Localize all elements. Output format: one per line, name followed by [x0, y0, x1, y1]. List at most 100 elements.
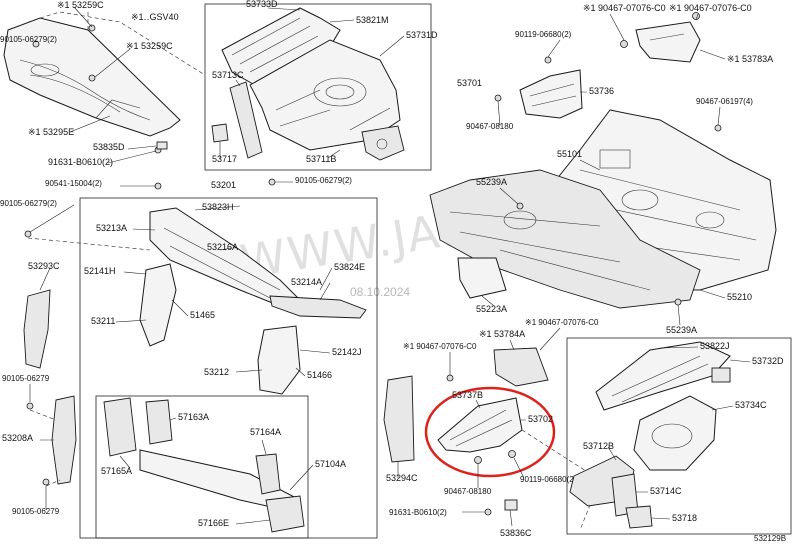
- label-90105-c[interactable]: 90105-06279: [2, 374, 50, 383]
- label-53734c[interactable]: 53734C: [735, 400, 767, 410]
- label-55239a-top[interactable]: 55239A: [476, 177, 507, 187]
- leader-dash: [39, 11, 206, 76]
- diagram-code: 532129B: [754, 534, 786, 543]
- label-90467-c0-d[interactable]: ※1 90467-07076-C0: [525, 318, 599, 327]
- panel-53736[interactable]: [519, 69, 583, 119]
- label-91631-top[interactable]: 91631-B0610(2): [48, 157, 113, 167]
- panel-53784a[interactable]: [493, 347, 549, 387]
- label-53208a[interactable]: 53208A: [2, 433, 33, 443]
- label-53712b[interactable]: 53712B: [583, 441, 614, 451]
- label-57166e[interactable]: 57166E: [198, 518, 229, 528]
- label-53701[interactable]: 53701: [457, 78, 482, 88]
- bracket-57165a[interactable]: [103, 397, 137, 457]
- label-55223a[interactable]: 55223A: [476, 304, 507, 314]
- label-90467-c0-c[interactable]: ※1 90467-07076-C0: [403, 342, 477, 351]
- label-57163a[interactable]: 57163A: [178, 412, 209, 422]
- bracket-53718[interactable]: [625, 505, 653, 529]
- label-90541[interactable]: 90541-15004(2): [45, 179, 102, 188]
- label-52141h[interactable]: 52141H: [84, 266, 116, 276]
- clip-icon: [88, 74, 96, 82]
- bracket-53783a[interactable]: [635, 21, 701, 63]
- side-member-53211[interactable]: [139, 263, 177, 347]
- label-53821m[interactable]: 53821M: [356, 15, 389, 25]
- label-53216a[interactable]: 53216A: [207, 242, 238, 252]
- label-55210[interactable]: 55210: [727, 292, 752, 302]
- label-91631-bot[interactable]: 91631-B0610(2): [389, 508, 447, 517]
- bolt-icon: [26, 402, 34, 410]
- label-53294c[interactable]: 53294C: [386, 473, 418, 483]
- label-53295e[interactable]: ※1 53295E: [28, 127, 74, 137]
- side-member-53212[interactable]: [257, 325, 301, 395]
- label-52142j[interactable]: 52142J: [332, 347, 362, 357]
- label-53733d[interactable]: 53733D: [246, 0, 278, 9]
- label-90119-bot[interactable]: 90119-06680(2): [520, 475, 577, 484]
- label-53784a[interactable]: ※1 53784A: [479, 329, 525, 339]
- label-53259c-top[interactable]: ※1 53259C: [57, 0, 104, 10]
- mount-bracket-53711b[interactable]: [361, 125, 405, 161]
- label-53717[interactable]: 53717: [212, 154, 237, 164]
- label-53823h[interactable]: 53823H: [202, 202, 234, 212]
- label-53711b[interactable]: 53711B: [306, 154, 336, 164]
- label-57104a[interactable]: 57104A: [315, 459, 346, 469]
- label-53211[interactable]: 53211: [91, 316, 115, 326]
- bolt-icon: [474, 456, 482, 464]
- bolt-icon: [544, 56, 552, 64]
- label-53836c[interactable]: 53836C: [500, 528, 532, 538]
- bracket-57163a[interactable]: [145, 399, 173, 445]
- label-90467-c0-b[interactable]: ※1 90467-07076-C0: [669, 3, 752, 13]
- bracket-57164a[interactable]: [255, 453, 281, 495]
- label-90119-top[interactable]: 90119-06680(2): [515, 30, 572, 39]
- apron-rh-lower-53734c[interactable]: [633, 395, 717, 471]
- label-53201[interactable]: 53201: [211, 180, 236, 190]
- label-90467-08180-bot[interactable]: 90467-08180: [444, 487, 492, 496]
- label-55239a-bot[interactable]: 55239A: [666, 325, 697, 335]
- bracket-53737b[interactable]: [437, 397, 523, 453]
- extension-57166e[interactable]: [265, 495, 305, 533]
- label-90105-b[interactable]: 90105-06279(2): [0, 199, 57, 208]
- bolt-icon: [24, 230, 32, 238]
- label-90105-d[interactable]: 90105-06279: [12, 507, 60, 516]
- label-53732d[interactable]: 53732D: [752, 356, 784, 366]
- label-53214a[interactable]: 53214A: [291, 277, 322, 287]
- label-53835d[interactable]: 53835D: [93, 142, 125, 152]
- apron-upper-assembly[interactable]: [221, 7, 401, 151]
- label-53737b[interactable]: 53737B: [452, 390, 483, 400]
- label-53213a[interactable]: 53213A: [96, 223, 127, 233]
- label-53714c[interactable]: 53714C: [650, 486, 682, 496]
- label-90467-c0-a[interactable]: ※1 90467-07076-C0: [583, 3, 666, 13]
- bracket-53294c[interactable]: [383, 375, 415, 463]
- insulator-55223a[interactable]: [457, 257, 507, 299]
- label-51466[interactable]: 51466: [307, 370, 332, 380]
- label-53731d[interactable]: 53731D: [406, 30, 438, 40]
- label-57165a[interactable]: 57165A: [101, 466, 132, 476]
- label-53702[interactable]: 53702: [528, 414, 553, 424]
- label-57164a[interactable]: 57164A: [250, 427, 281, 437]
- label-53212[interactable]: 53212: [204, 367, 229, 377]
- bracket-53836c-shape: [504, 499, 518, 511]
- label-53293c[interactable]: 53293C: [28, 261, 60, 271]
- bolt-icon: [268, 178, 276, 186]
- label-53713c[interactable]: 53713C: [212, 70, 244, 80]
- label-53736[interactable]: 53736: [589, 86, 614, 96]
- apron-bracket-53713c[interactable]: [229, 81, 263, 159]
- seal-53717[interactable]: [211, 123, 229, 143]
- label-53259c-mid[interactable]: ※1 53259C: [126, 41, 173, 51]
- label-90467-08180-top[interactable]: 90467-08180: [466, 122, 514, 131]
- label-90467-06197[interactable]: 90467-06197(4): [696, 97, 753, 106]
- label-55101[interactable]: 55101: [557, 149, 582, 159]
- label-53718[interactable]: 53718: [672, 513, 697, 523]
- label-51465[interactable]: 51465: [190, 310, 215, 320]
- label-90105-top[interactable]: 90105-06279(2): [0, 35, 57, 44]
- apron-rh-53732d[interactable]: [595, 341, 731, 411]
- bracket-53822j-shape: [711, 367, 731, 383]
- bolt-icon: [494, 94, 502, 102]
- bolt-icon: [692, 12, 700, 20]
- label-53783a[interactable]: ※1 53783A: [727, 54, 773, 64]
- label-90105-a[interactable]: 90105-06279(2): [295, 176, 352, 185]
- radiator-support-brace-53214a[interactable]: [269, 295, 367, 319]
- label-53824e[interactable]: 53824E: [334, 262, 365, 272]
- lower-brace-53293c[interactable]: [23, 289, 51, 369]
- reinforcement-53208a[interactable]: [51, 395, 77, 485]
- label-53822j[interactable]: 53822J: [700, 341, 730, 351]
